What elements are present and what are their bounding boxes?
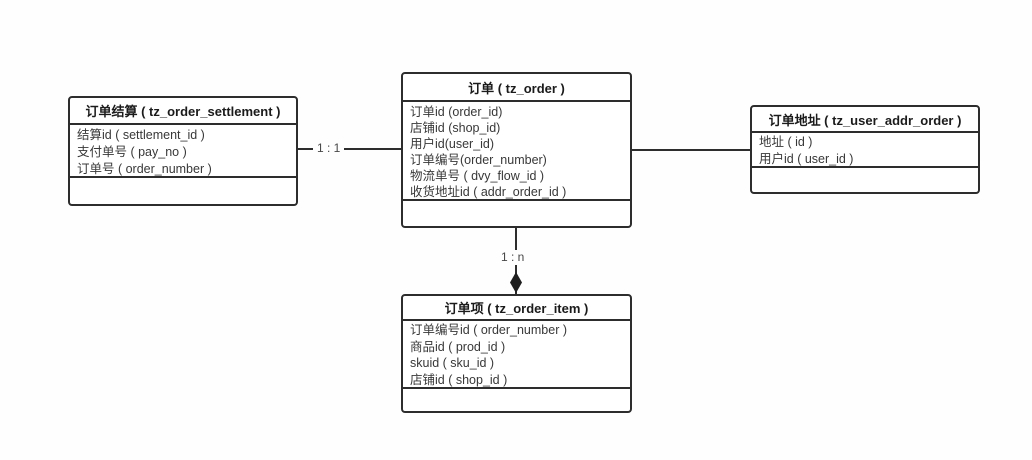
entity-order-field: 订单id (order_id): [410, 105, 503, 119]
entity-settlement-title: 订单结算 ( tz_order_settlement ): [70, 98, 296, 125]
entity-addr-footer: [752, 166, 978, 192]
entity-item-field: 商品id ( prod_id ): [410, 339, 506, 354]
entity-addr-field: 用户id ( user_id ): [759, 151, 854, 166]
entity-addr-fields: 地址 ( id ) 用户id ( user_id ): [752, 133, 978, 166]
entity-order-field: 收货地址id ( addr_order_id ): [410, 185, 567, 199]
entity-item-fields: 订单编号id ( order_number ) 商品id ( prod_id )…: [403, 321, 630, 387]
relation-label-one-to-many: 1 : n: [497, 250, 529, 265]
entity-order-field: 用户id(user_id): [410, 137, 495, 151]
entity-addr-field: 地址 ( id ): [759, 135, 813, 149]
entity-settlement-field: 结算id ( settlement_id ): [77, 128, 205, 142]
entity-item-field: skuid ( sku_id ): [410, 356, 495, 370]
entity-item-field: 店铺id ( shop_id ): [410, 372, 508, 387]
connector-settlement-order: [298, 148, 401, 150]
entity-order-fields: 订单id (order_id) 店铺id (shop_id) 用户id(user…: [403, 102, 630, 199]
diamond-arrowhead-icon: [510, 272, 522, 293]
entity-addr-title: 订单地址 ( tz_user_addr_order ): [752, 107, 978, 133]
relation-label-one-to-one: 1 : 1: [313, 141, 345, 156]
entity-order-title: 订单 ( tz_order ): [403, 74, 630, 102]
connector-order-addr: [632, 149, 750, 151]
entity-addr: 订单地址 ( tz_user_addr_order ) 地址 ( id ) 用户…: [750, 105, 980, 194]
entity-order-field: 物流单号 ( dvy_flow_id ): [410, 169, 545, 183]
entity-order-field: 店铺id (shop_id): [410, 121, 501, 135]
entity-settlement-field: 支付单号 ( pay_no ): [77, 145, 187, 159]
entity-order-footer: [403, 199, 630, 226]
entity-order: 订单 ( tz_order ) 订单id (order_id) 店铺id (sh…: [401, 72, 632, 228]
entity-order-field: 订单编号(order_number): [410, 153, 547, 167]
entity-settlement-footer: [70, 176, 296, 204]
entity-item: 订单项 ( tz_order_item ) 订单编号id ( order_num…: [401, 294, 632, 413]
entity-item-field: 订单编号id ( order_number ): [410, 323, 567, 337]
entity-item-title: 订单项 ( tz_order_item ): [403, 296, 630, 321]
entity-settlement-fields: 结算id ( settlement_id ) 支付单号 ( pay_no ) 订…: [70, 125, 296, 176]
entity-item-footer: [403, 387, 630, 411]
entity-settlement: 订单结算 ( tz_order_settlement ) 结算id ( sett…: [68, 96, 298, 206]
entity-settlement-field: 订单号 ( order_number ): [77, 162, 212, 176]
